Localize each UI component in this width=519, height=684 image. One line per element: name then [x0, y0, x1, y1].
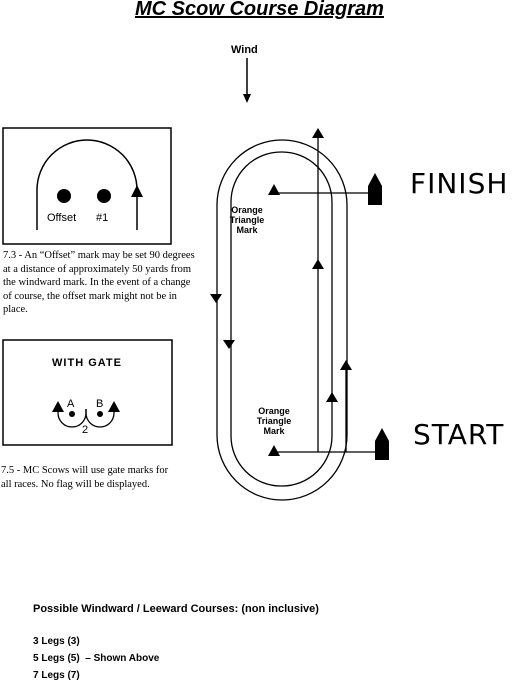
- gate-mark-a-label: A: [67, 398, 75, 410]
- gate-left-arrow-icon: [52, 401, 64, 412]
- mark-label-line: Mark: [236, 225, 258, 235]
- offset-rounding-arrow-icon: [131, 185, 143, 197]
- courses-heading: Possible Windward / Leeward Courses: (no…: [33, 603, 319, 615]
- mark-label-line: Triangle: [229, 215, 265, 225]
- gate-right-rounding-arc: [85, 409, 115, 428]
- offset-mark-rounding-arc: [36, 139, 138, 230]
- gate-title: WITH GATE: [52, 357, 122, 369]
- offset-mark-label: Offset: [47, 212, 77, 224]
- gate-box: [2, 339, 173, 446]
- course-loop-inner: [230, 151, 333, 487]
- mark-label-line: Triangle: [256, 416, 292, 426]
- mark1-dot: [97, 189, 111, 203]
- mark-label-line: Orange: [231, 205, 263, 215]
- windward-mark-label: Orange Triangle Mark: [207, 205, 287, 235]
- leg-arrow-up-top: [312, 128, 324, 138]
- gate-left-rounding-arc: [57, 409, 87, 428]
- start-label: START: [413, 418, 505, 451]
- mark-label-line: Orange: [258, 406, 290, 416]
- leg-arrow-up-low: [326, 392, 338, 402]
- gate-mark-b-label: B: [96, 398, 104, 410]
- course-item: 7 Legs (7): [33, 670, 80, 681]
- mark1-label: #1: [96, 212, 109, 224]
- gate-note: 7.5 - MC Scows will use gate marks for a…: [1, 465, 169, 490]
- gate-mark-b-dot: [97, 411, 103, 417]
- leeward-mark-label: Orange Triangle Mark: [234, 406, 314, 436]
- offset-mark-dot: [57, 189, 71, 203]
- finish-label: FINISH: [410, 167, 509, 200]
- offset-box: [2, 127, 172, 245]
- finish-boat-icon: [368, 173, 382, 205]
- course-loop-outer: [216, 139, 348, 501]
- mark-label-line: Mark: [263, 426, 285, 436]
- leg-arrow-up-mid: [312, 259, 324, 269]
- gate-right-arrow-icon: [108, 401, 120, 412]
- windward-mark-triangle: [268, 184, 280, 195]
- page-title: MC Scow Course Diagram: [135, 0, 384, 20]
- leg-arrow-up-start: [340, 360, 352, 370]
- leeward-mark-triangle: [268, 445, 280, 456]
- course-item: 5 Legs (5) – Shown Above: [33, 653, 160, 664]
- offset-note: 7.3 - An “Offset” mark may be set 90 deg…: [3, 250, 195, 315]
- wind-arrow: [243, 58, 251, 103]
- leg-arrow-down-outer: [210, 294, 222, 303]
- gate-mark-a-dot: [69, 411, 75, 417]
- leg-arrow-down-inner: [223, 340, 235, 349]
- gate-mark-2-label: 2: [82, 424, 89, 436]
- course-item: 3 Legs (3): [33, 636, 80, 647]
- start-boat-icon: [375, 428, 389, 460]
- wind-label: Wind: [231, 44, 258, 56]
